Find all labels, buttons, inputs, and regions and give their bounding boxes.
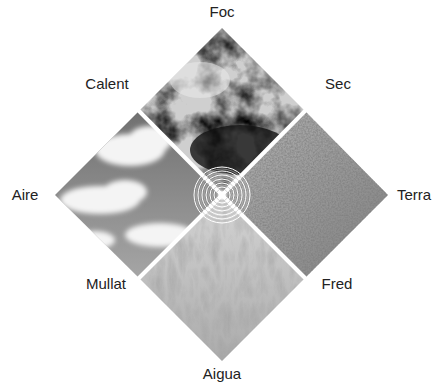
- element-label: Fred: [322, 275, 353, 293]
- element-label: Aire: [12, 186, 39, 204]
- element-label: Terra: [397, 186, 431, 204]
- element-label: Sec: [325, 75, 351, 93]
- element-label: Foc: [209, 3, 234, 21]
- element-label: Aigua: [203, 365, 241, 383]
- element-label: Mullat: [86, 275, 126, 293]
- element-label: Calent: [85, 75, 128, 93]
